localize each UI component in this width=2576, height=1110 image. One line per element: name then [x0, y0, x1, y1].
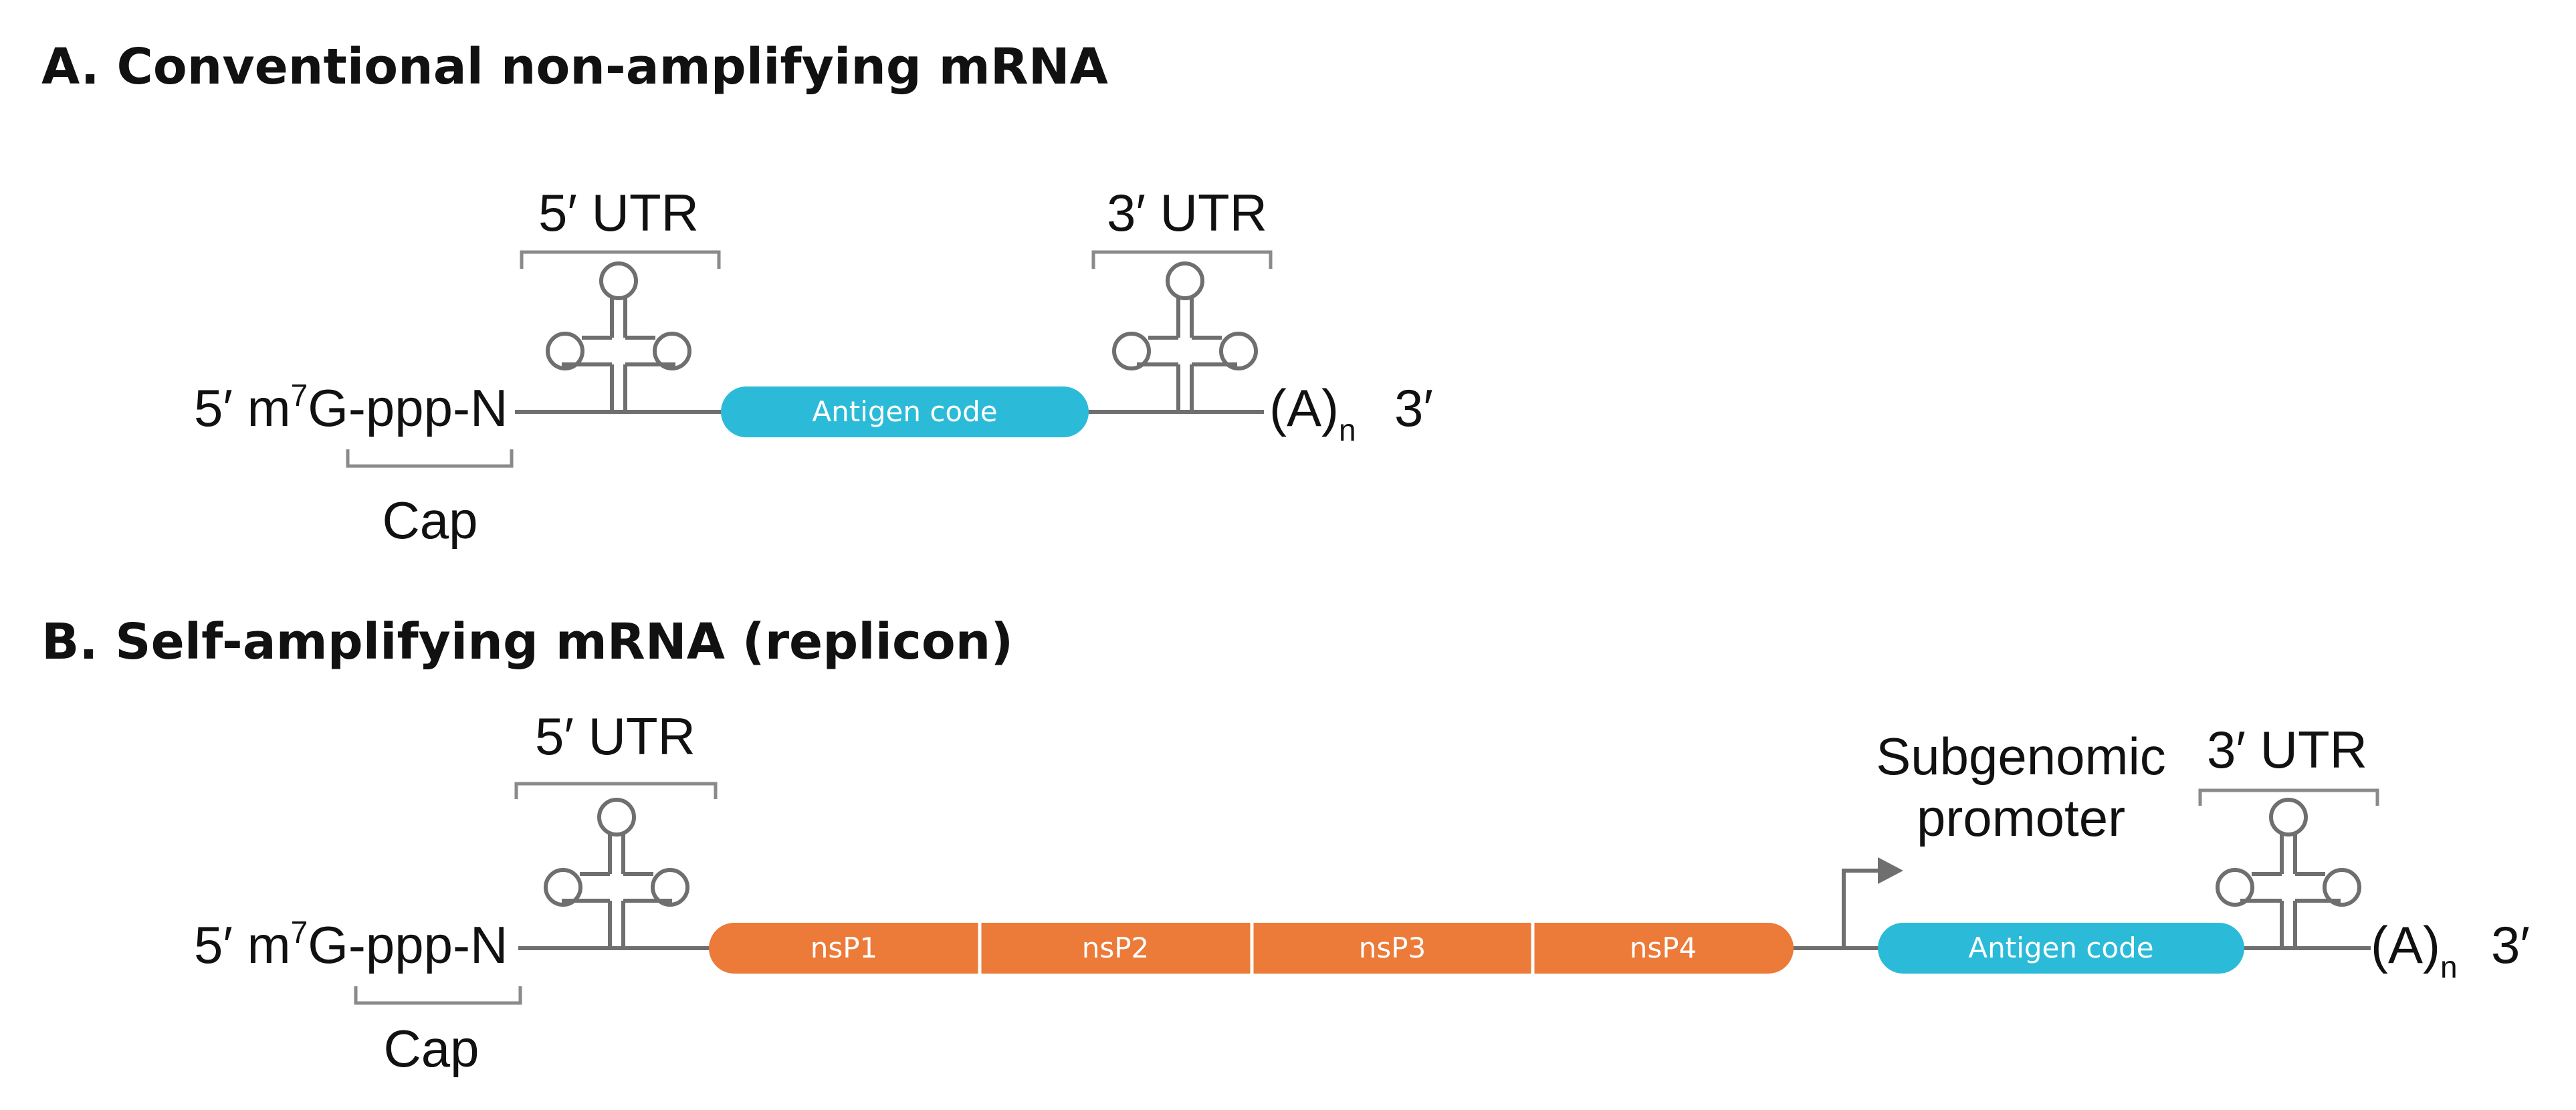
panel-b-utr5-label: 5′ UTR: [535, 707, 695, 766]
panel-a-cap-prefix: 5′ m: [194, 378, 291, 437]
panel-a-antigen-label: Antigen code: [812, 395, 997, 428]
panel-b-nsp3-label: nsP3: [1359, 931, 1426, 964]
panel-a-cap-label: Cap: [382, 491, 477, 550]
panel-b-cap-prefix: 5′ m: [194, 915, 291, 974]
panel-b-cap-suffix: G-ppp-N: [308, 915, 508, 974]
panel-b-utr3-bracket: [2198, 788, 2379, 806]
panel-b-end-label: 3′: [2491, 915, 2530, 974]
panel-b-promoter-line1: Subgenomic: [1876, 727, 2166, 786]
panel-a-utr5-bracket: [520, 250, 721, 269]
panel-b-utr5-bracket: [514, 782, 718, 799]
panel-b-polya: (A)n: [2371, 915, 2458, 984]
panel-b-nsp-block: nsP1 nsP2 nsP3 nsP4: [709, 923, 1794, 974]
panel-b-utr3-label: 3′ UTR: [2207, 720, 2367, 779]
panel-b: B. Self-amplifying mRNA (replicon) 5′ m7…: [41, 613, 2530, 1078]
panel-a-polya: (A)n: [1269, 378, 1356, 447]
panel-b-utr3-stem-loop-icon: [2216, 798, 2361, 948]
panel-b-polya-text: (A): [2371, 915, 2440, 974]
panel-b-nsp1-label: nsP1: [811, 931, 878, 964]
panel-b-cap-label: Cap: [383, 1019, 479, 1078]
panel-b-cap-bracket: [354, 986, 522, 1005]
panel-b-promoter-line2: promoter: [1917, 788, 2125, 847]
panel-a-utr3-stem-loop-icon: [1112, 261, 1258, 412]
panel-b-cap-superscript: 7: [291, 915, 308, 950]
panel-a-utr3-bracket: [1091, 250, 1273, 269]
panel-a-utr5-stem-loop-icon: [546, 261, 691, 412]
panel-b-antigen-label: Antigen code: [1968, 931, 2153, 964]
panel-a-end-label: 3′: [1394, 378, 1433, 437]
panel-a-title: A. Conventional non-amplifying mRNA: [41, 38, 1108, 96]
panel-a-utr3-label: 3′ UTR: [1107, 183, 1267, 242]
panel-b-promoter-arrow-icon: [1842, 857, 1903, 948]
panel-a-antigen-code-block: [721, 386, 1089, 437]
panel-b-cap-text: 5′ m7G-ppp-N: [194, 915, 508, 974]
panel-b-nsp2-label: nsP2: [1082, 931, 1150, 964]
panel-b-nsp4-label: nsP4: [1630, 931, 1697, 964]
panel-a-cap-text: 5′ m7G-ppp-N: [194, 378, 508, 437]
panel-b-polya-subscript: n: [2440, 950, 2458, 984]
panel-a-cap-superscript: 7: [291, 378, 308, 413]
panel-a-cap-suffix: G-ppp-N: [308, 378, 508, 437]
panel-a-utr5-label: 5′ UTR: [538, 183, 699, 242]
panel-b-title: B. Self-amplifying mRNA (replicon): [41, 613, 1013, 671]
panel-b-antigen-code-block: [1878, 923, 2244, 974]
panel-b-utr5-stem-loop-icon: [544, 798, 689, 948]
panel-a-polya-text: (A): [1269, 378, 1339, 437]
panel-a-polya-subscript: n: [1339, 413, 1356, 447]
panel-a: A. Conventional non-amplifying mRNA 5′ m…: [41, 38, 1433, 550]
panel-a-cap-bracket: [346, 449, 514, 468]
